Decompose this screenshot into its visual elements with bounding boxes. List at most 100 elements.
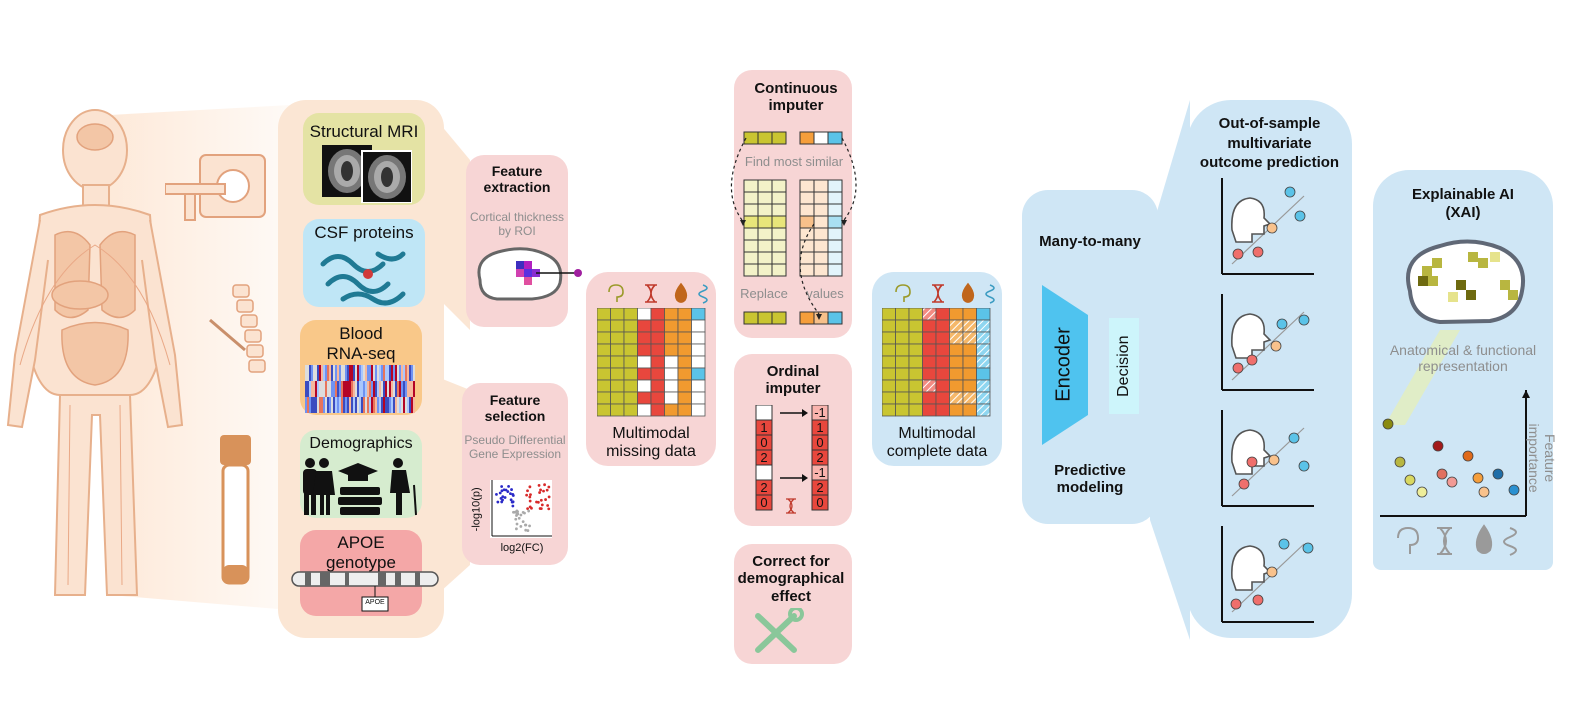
- volcano-point: [547, 507, 551, 511]
- heatmap-cell: [313, 365, 315, 381]
- missing-grid-cell: [597, 367, 611, 381]
- feature-importance-axis-label: Feature importance: [1526, 423, 1559, 493]
- heatmap-cell: [377, 397, 379, 413]
- volcano-point: [515, 527, 518, 531]
- heatmap-cell: [405, 365, 407, 381]
- heatmap-cell: [331, 381, 333, 397]
- volcano-point: [536, 500, 540, 504]
- missing-grid-cell: [623, 331, 638, 345]
- volcano-point: [504, 488, 508, 492]
- heatmap-cell: [413, 397, 415, 413]
- complete-grid-cell: [895, 355, 910, 369]
- missing-grid-cell: [677, 403, 692, 417]
- volcano-point: [528, 499, 532, 503]
- complete-grid-cell: [962, 403, 977, 417]
- heatmap-cell: [351, 397, 353, 413]
- missing-grid-cell: [610, 403, 625, 417]
- ordinal-imputer-panel: [734, 354, 852, 526]
- volcano-point: [507, 484, 510, 488]
- heatmap-cell: [385, 381, 387, 397]
- heatmap-cell: [323, 397, 325, 413]
- volcano-point: [540, 503, 544, 507]
- heatmap-cell: [351, 365, 353, 381]
- heatmap-cell: [407, 365, 409, 381]
- heatmap-cell: [367, 381, 369, 397]
- heatmap-cell: [305, 397, 307, 413]
- complete-grid-cell: [962, 391, 977, 405]
- missing-grid-cell: [597, 331, 611, 345]
- missing-grid-cell: [637, 355, 652, 369]
- missing-grid-cell: [623, 379, 638, 393]
- volcano-point: [500, 489, 504, 493]
- blood-tube-icon: [220, 435, 251, 585]
- heatmap-cell: [341, 381, 343, 397]
- heatmap-cell: [395, 381, 397, 397]
- heatmap-cell: [311, 381, 313, 397]
- prediction-point: [1266, 566, 1278, 578]
- feature-importance-point: [1436, 468, 1448, 480]
- find-similar-label: Find most similar: [744, 154, 844, 169]
- ordinal-value-after: 1: [816, 420, 823, 435]
- complete-grid-cell: [922, 403, 937, 417]
- donor-grid-right: [827, 239, 843, 253]
- missing-grid-cell: [597, 403, 611, 417]
- similarity-arrow-left: [730, 137, 747, 221]
- donor-grid-right: [827, 251, 843, 265]
- heatmap-cell: [389, 365, 391, 381]
- ordinal-cell-before: [755, 405, 773, 421]
- arrowhead: [802, 409, 808, 417]
- complete-grid-cell: [976, 403, 991, 417]
- heatmap-cell: [379, 381, 381, 397]
- missing-grid-cell: [597, 319, 611, 333]
- heatmap-cell: [341, 365, 343, 381]
- complete-grid-cell: [976, 343, 991, 357]
- complete-grid-cell: [882, 391, 896, 405]
- complete-grid-cell: [895, 343, 910, 357]
- heatmap-cell: [369, 365, 371, 381]
- complete-grid-cell: [935, 343, 950, 357]
- heatmap-cell: [377, 365, 379, 381]
- missing-grid-cell: [597, 379, 611, 393]
- heatmap-cell: [373, 365, 375, 381]
- funnel-shapes: [420, 100, 470, 610]
- heatmap-cell: [349, 365, 351, 381]
- heatmap-cell: [361, 381, 363, 397]
- encoder-shape: [1042, 285, 1088, 445]
- heatmap-cell: [387, 365, 389, 381]
- complete-grid-cell: [882, 319, 896, 333]
- missing-grid-cell: [691, 343, 706, 357]
- heatmap-cell: [375, 397, 377, 413]
- heatmap-cell: [309, 365, 311, 381]
- complete-grid-cell: [935, 355, 950, 369]
- donor-grid-right: [827, 227, 843, 241]
- heatmap-cell: [389, 381, 391, 397]
- missing-grid-cell: [664, 391, 679, 405]
- ordinal-value-before: 0: [760, 495, 767, 510]
- donor-grid-left: [743, 227, 759, 241]
- missing-grid-cell: [677, 391, 692, 405]
- heatmap-cell: [403, 397, 405, 413]
- heatmap-cell: [367, 365, 369, 381]
- complete-grid-cell: [895, 367, 910, 381]
- complete-grid-cell: [882, 379, 896, 393]
- head-icon: [1231, 197, 1272, 243]
- donor-grid-left: [743, 179, 759, 193]
- volcano-point: [526, 529, 530, 532]
- heatmap-cell: [319, 381, 321, 397]
- result-row-mri: [743, 311, 759, 325]
- complete-grid-cell: [962, 355, 977, 369]
- heatmap-cell: [347, 365, 349, 381]
- heatmap-cell: [365, 381, 367, 397]
- complete-grid-cell: [882, 308, 896, 321]
- donor-grid-left: [757, 251, 773, 265]
- heatmap-cell: [359, 397, 361, 413]
- missing-grid-cell: [664, 403, 679, 417]
- complete-grid-cell: [962, 308, 977, 321]
- heatmap-cell: [387, 381, 389, 397]
- prediction-point: [1284, 186, 1296, 198]
- feature-importance-point: [1478, 486, 1490, 498]
- volcano-point: [498, 491, 502, 495]
- heatmap-cell: [331, 365, 333, 381]
- heatmap-cell: [411, 381, 413, 397]
